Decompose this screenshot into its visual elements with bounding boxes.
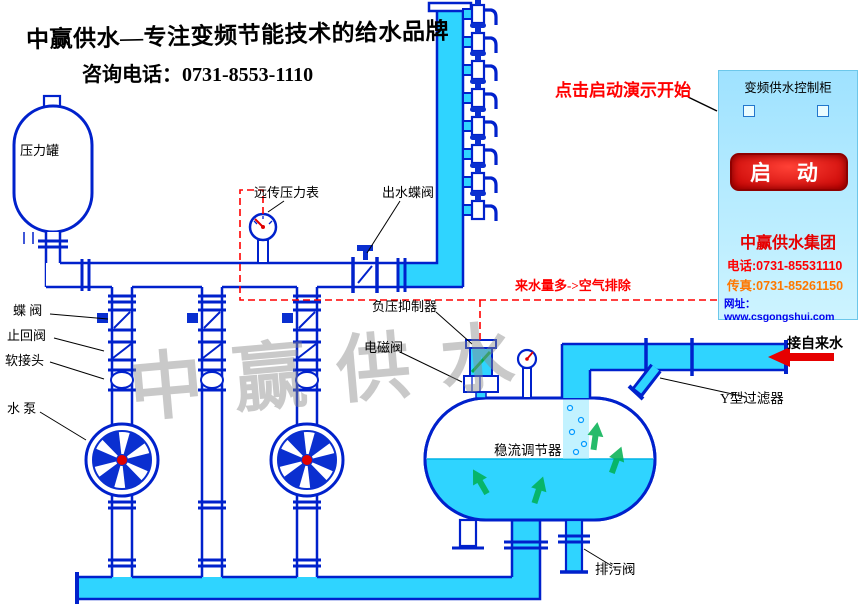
label-leader-lines: [39, 200, 747, 567]
label-soft-joint: 软接头: [5, 353, 45, 368]
company-name: 中赢供水集团: [739, 235, 836, 252]
pump-icon: [269, 422, 345, 498]
label-tap-water-inlet: 接自来水: [787, 337, 843, 352]
pressure-tank: [12, 94, 94, 287]
pump-column-1: [84, 287, 160, 577]
label-remote-pressure-gauge: 远传压力表: [254, 185, 320, 200]
label-flow-regulator: 稳流调节器: [494, 443, 562, 458]
company-fax: 传真:0731-85261150: [727, 279, 844, 293]
faucet-icon: [461, 49, 498, 83]
main-outlet-pipe: [46, 1, 473, 292]
control-wiring: [239, 189, 718, 340]
remote-pressure-gauge: [248, 212, 278, 264]
faucet-icon: [461, 189, 498, 223]
label-negative-pressure-suppressor: 负压抑制器: [372, 299, 438, 314]
air-bubbles: [566, 404, 588, 456]
demo-start-hint: 点击启动演示开始: [555, 81, 691, 100]
indicator-light: [743, 105, 755, 117]
company-phone: 电话:0731-85531110: [727, 259, 843, 273]
outlet-butterfly-valve: [351, 245, 379, 293]
solenoid-valve: [463, 375, 499, 393]
negative-pressure-suppressor: [463, 339, 499, 399]
tank-leg: [458, 518, 478, 548]
faucet-icon: [461, 133, 498, 167]
label-y-filter: Y型过滤器: [720, 391, 784, 406]
label-outlet-butterfly-valve: 出水蝶阀: [382, 185, 435, 200]
cabinet-title: 变频供水控制柜: [744, 81, 832, 95]
label-check-valve: 止回阀: [7, 328, 47, 343]
faucet-icon: [461, 161, 498, 195]
indicator-light: [817, 105, 829, 117]
faucet-icon: [461, 77, 498, 111]
pump-icon: [84, 422, 160, 498]
pump-column-2: [187, 287, 226, 577]
valve-handle: [97, 313, 108, 323]
inlet-arrow-icon: [768, 347, 834, 367]
faucet-icon: [461, 21, 498, 55]
consult-phone: 咨询电话：0731-8553-1110: [82, 64, 314, 86]
label-drain-valve: 排污阀: [595, 562, 636, 577]
label-butterfly-valve: 蝶 阀: [13, 303, 43, 318]
flow-regulator-tank: [423, 396, 657, 550]
valve-handle: [282, 313, 293, 323]
y-filter: [627, 338, 694, 401]
faucet-row: [461, 0, 498, 223]
start-button[interactable]: 启 动: [730, 153, 848, 191]
inlet-pipe: [560, 338, 788, 401]
suction-pipe: [75, 520, 548, 604]
company-website: 网址：www.csgongshui.com: [724, 298, 835, 323]
label-pressure-tank: 压力罐: [20, 143, 60, 158]
pump-column-3: [269, 287, 345, 577]
control-cabinet-panel: 变频供水控制柜 启 动 中赢供水集团 电话:0731-85531110 传真:0…: [718, 70, 858, 323]
label-water-pump: 水 泵: [7, 401, 37, 416]
drain-valve: [558, 518, 590, 574]
hint-pointer-line: [687, 96, 718, 112]
label-air-exhaust-note: 来水量多->空气排除: [515, 278, 631, 293]
valve-handle: [187, 313, 198, 323]
faucet-icon: [461, 105, 498, 139]
tank-pressure-gauge: [516, 348, 538, 399]
label-solenoid-valve: 电磁阀: [364, 340, 404, 355]
